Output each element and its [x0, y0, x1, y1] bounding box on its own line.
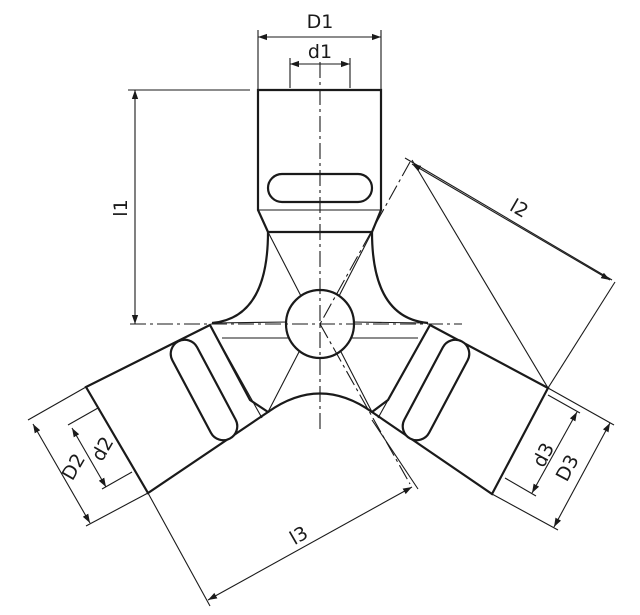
right-slot: [401, 338, 471, 442]
top-arm: [256, 88, 383, 234]
label-d3: d3: [528, 439, 559, 471]
upper-web-lines: [267, 231, 373, 299]
label-D1: D1: [307, 11, 334, 33]
label-l2: l2: [506, 195, 532, 223]
upper-right-fillet: [370, 231, 429, 325]
l2-dimension: [411, 163, 611, 281]
label-d1: d1: [308, 41, 332, 63]
lower-right-arm: [370, 323, 550, 496]
lower-left-arm: [84, 323, 270, 495]
D3-dimension: [553, 422, 611, 528]
left-slot: [169, 338, 239, 442]
label-d2: d2: [87, 433, 118, 465]
side-web-lines: [211, 321, 429, 324]
lower-web-lines: [267, 349, 373, 413]
label-l1: l1: [110, 199, 132, 216]
upper-left-fillet: [211, 231, 270, 325]
label-l3: l3: [286, 522, 312, 550]
center-lines: [130, 62, 462, 485]
dimensions: [27, 30, 616, 607]
d2-dimension: [71, 427, 107, 488]
label-D2: D2: [58, 450, 90, 484]
D2-dimension: [32, 423, 91, 524]
l3-dimension: [207, 486, 413, 601]
